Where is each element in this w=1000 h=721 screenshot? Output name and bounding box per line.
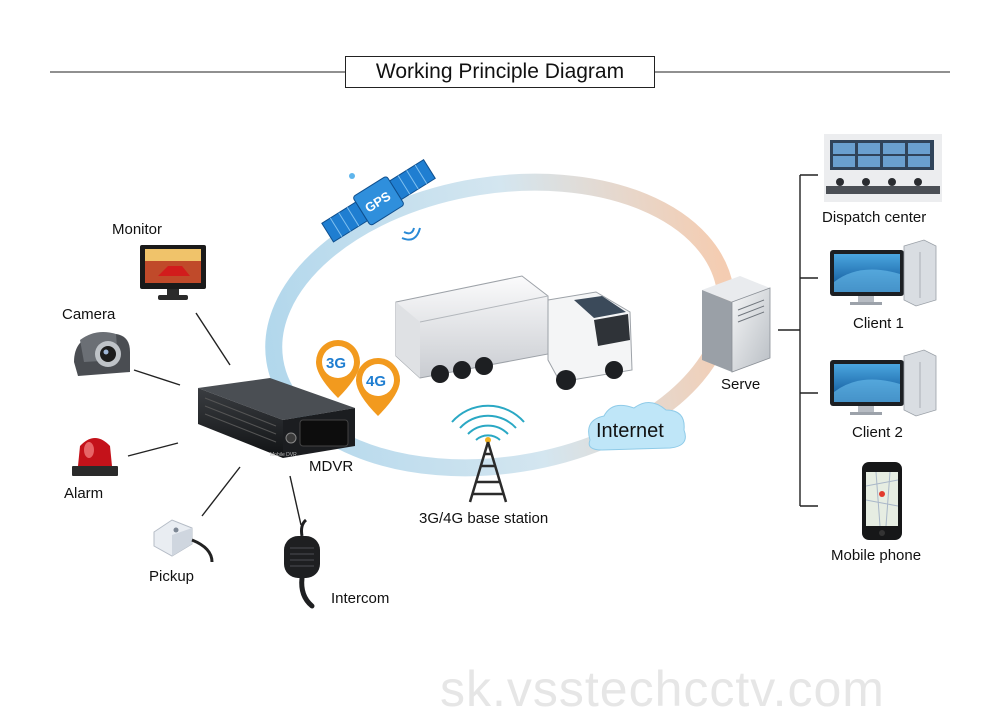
label-alarm: Alarm: [64, 485, 104, 502]
gps-dot: [349, 173, 355, 179]
label-camera: Camera: [62, 306, 116, 323]
mdvr-faceplate-text: Mobile DVR: [270, 452, 297, 458]
base-station-icon: [451, 404, 525, 503]
diagram-title: Working Principle Diagram: [345, 56, 655, 88]
label-monitor: Monitor: [112, 221, 163, 238]
pickup-icon: [153, 519, 214, 563]
internet-cloud-icon: [588, 402, 686, 451]
label-intercom: Intercom: [331, 590, 390, 607]
pin-4g-icon: 4G: [356, 358, 400, 416]
camera-icon: [74, 332, 130, 376]
intercom-icon: [284, 518, 320, 609]
label-client2: Client 2: [852, 424, 903, 441]
label-client1: Client 1: [853, 315, 904, 332]
label-pickup: Pickup: [149, 568, 195, 585]
server-icon: [702, 276, 771, 373]
line-camera: [133, 369, 181, 386]
label-mobile-phone: Mobile phone: [831, 547, 922, 564]
label-internet: Internet: [596, 420, 664, 442]
line-monitor: [195, 312, 231, 366]
label-base-station: 3G/4G base station: [419, 510, 549, 527]
client2-computer-icon: [830, 349, 937, 417]
line-pickup: [201, 466, 241, 517]
truck-icon: [395, 275, 633, 390]
mobile-phone-icon: [862, 462, 902, 540]
alarm-icon: [72, 438, 118, 476]
peripheral-connections: [127, 312, 302, 526]
line-alarm: [127, 442, 179, 457]
mdvr-device: Mobile DVR: [198, 378, 355, 458]
pin-4g-text: 4G: [366, 373, 386, 390]
monitor-icon: [140, 245, 206, 300]
client1-computer-icon: [830, 239, 937, 307]
gps-satellite-icon: GPS: [321, 159, 436, 243]
watermark: sk.vsstechcctv.com: [440, 661, 885, 717]
client-bracket: [778, 174, 818, 507]
dispatch-center-icon: [824, 134, 942, 202]
gps-signal-waves: [401, 227, 421, 241]
label-dispatch-center: Dispatch center: [822, 209, 927, 226]
label-server: Serve: [721, 376, 761, 393]
line-intercom: [289, 475, 302, 526]
pin-3g-text: 3G: [326, 355, 346, 372]
pin-3g-icon: 3G: [315, 339, 360, 398]
label-mdvr: MDVR: [309, 458, 354, 475]
